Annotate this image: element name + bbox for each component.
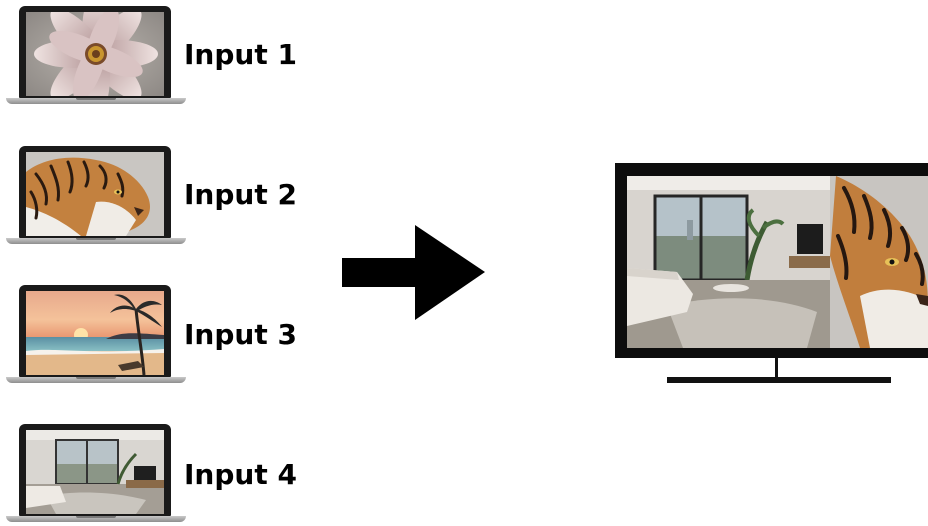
input-label-1: Input 1 (184, 38, 297, 71)
tiger-pane (830, 176, 928, 348)
laptop-notch (76, 516, 116, 518)
tiger-image (26, 152, 164, 236)
laptop-screen-frame (19, 285, 171, 377)
laptop-screen-frame (19, 146, 171, 238)
output-monitor (615, 163, 928, 385)
beach-sunset-image (26, 291, 164, 375)
monitor-frame (615, 163, 928, 358)
laptop-input-1 (6, 6, 186, 108)
laptop-input-3 (6, 285, 186, 387)
laptop-screen-frame (19, 424, 171, 516)
laptop-base (6, 238, 186, 244)
laptop-input-4 (6, 424, 186, 526)
right-arrow-icon (342, 225, 485, 320)
laptop-base (6, 98, 186, 104)
laptop-base (6, 377, 186, 383)
input-label-2: Input 2 (184, 178, 297, 211)
laptop-notch (76, 98, 116, 100)
laptop-notch (76, 238, 116, 240)
flower-image (26, 12, 164, 96)
monitor-stem (775, 358, 778, 378)
living-room-image (26, 430, 164, 514)
input-label-3: Input 3 (184, 318, 297, 351)
laptop-base (6, 516, 186, 522)
monitor-display-split-screen (627, 176, 928, 348)
laptop-notch (76, 377, 116, 379)
living-room-pane (627, 176, 830, 348)
monitor-foot (667, 377, 891, 383)
laptop-screen-frame (19, 6, 171, 98)
laptop-input-2 (6, 146, 186, 248)
input-label-4: Input 4 (184, 458, 297, 491)
